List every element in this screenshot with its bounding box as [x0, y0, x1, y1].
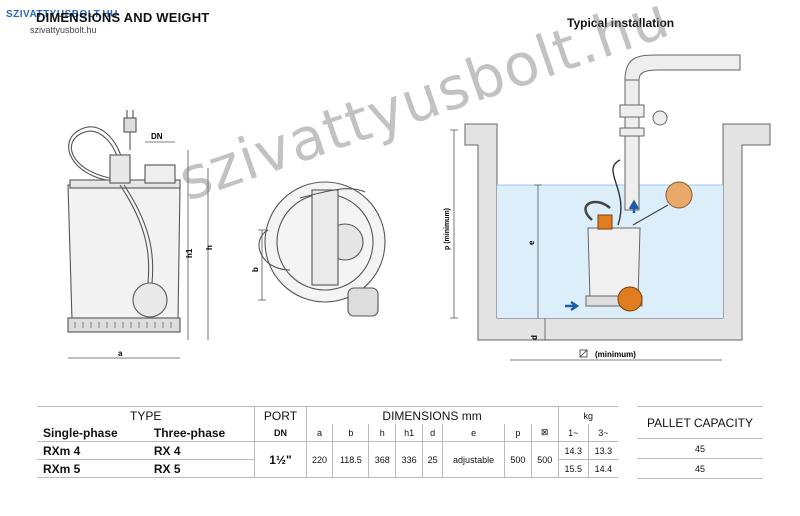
dim-h: 368 [368, 441, 397, 478]
dim-d: 25 [422, 441, 444, 478]
col-p: p [504, 424, 532, 442]
dim-e: adjustable [442, 441, 505, 478]
col-b: b [332, 424, 370, 442]
pallet-value: 45 [694, 463, 705, 474]
label-e: e [527, 240, 536, 245]
pallet-header: PALLET CAPACITY [646, 415, 754, 430]
watermark-url: szivattyusbolt.hu [30, 25, 97, 35]
model-three: RX 5 [147, 459, 256, 478]
col-h: h [368, 424, 397, 442]
model-single: RXm 5 [43, 461, 81, 476]
pump-side-view [67, 110, 209, 359]
dim-square: 500 [531, 441, 559, 478]
technical-drawing: DN h1 h a b [67, 54, 771, 361]
weight-single: 14.3 [558, 441, 589, 460]
label-h: h [205, 245, 214, 250]
table-row: RXm 4 RX 4 1½" 220 118.5 368 336 25 adju… [37, 441, 618, 478]
label-a: a [118, 349, 123, 358]
col-square: ⊠ [531, 424, 559, 442]
type-header: TYPE [37, 406, 256, 424]
col-e: e [442, 424, 505, 442]
pallet-value: 45 [694, 443, 705, 454]
typical-installation-title: Typical installation [567, 16, 675, 30]
col-h1: h1 [395, 424, 424, 442]
pallet-capacity-table: PALLET CAPACITY 45 45 [637, 406, 763, 479]
model-single: RXm 4 [43, 443, 81, 458]
dimensions-header: DIMENSIONS mm [306, 406, 559, 424]
watermark-logo: SZIVATTYUSBOLT.HU [6, 9, 118, 20]
label-b: b [251, 267, 260, 272]
col-a: a [306, 424, 334, 442]
port-header: PORT [254, 406, 307, 424]
label-minimum: (minimum) [595, 350, 636, 359]
three-phase-header: Three-phase [147, 424, 256, 442]
pump-top-view [258, 181, 386, 317]
label-h1: h1 [185, 248, 194, 258]
col-d: d [422, 424, 444, 442]
weight-single: 15.5 [558, 459, 589, 478]
dn-header: DN [254, 424, 307, 442]
installation-view [450, 54, 771, 361]
dimensions-table: TYPE PORT DIMENSIONS mm kg Single-phase … [37, 406, 618, 478]
label-p-minimum: p (minimum) [444, 208, 451, 250]
kg-header: kg [583, 410, 594, 421]
weight-three: 14.4 [594, 463, 613, 474]
label-d: d [530, 335, 539, 340]
dim-h1: 336 [395, 441, 424, 478]
dim-a: 220 [306, 441, 334, 478]
label-dn: DN [151, 132, 163, 141]
dim-p: 500 [504, 441, 532, 478]
port-value: 1½" [254, 441, 307, 478]
model-three: RX 4 [147, 441, 256, 460]
col-kg-1: 1~ [558, 424, 589, 442]
weight-three: 13.3 [594, 445, 613, 456]
dim-b: 118.5 [332, 441, 370, 478]
single-phase-header: Single-phase [43, 425, 118, 440]
col-kg-3: 3~ [598, 427, 609, 438]
page-title: DIMENSIONS AND WEIGHT [36, 10, 210, 25]
